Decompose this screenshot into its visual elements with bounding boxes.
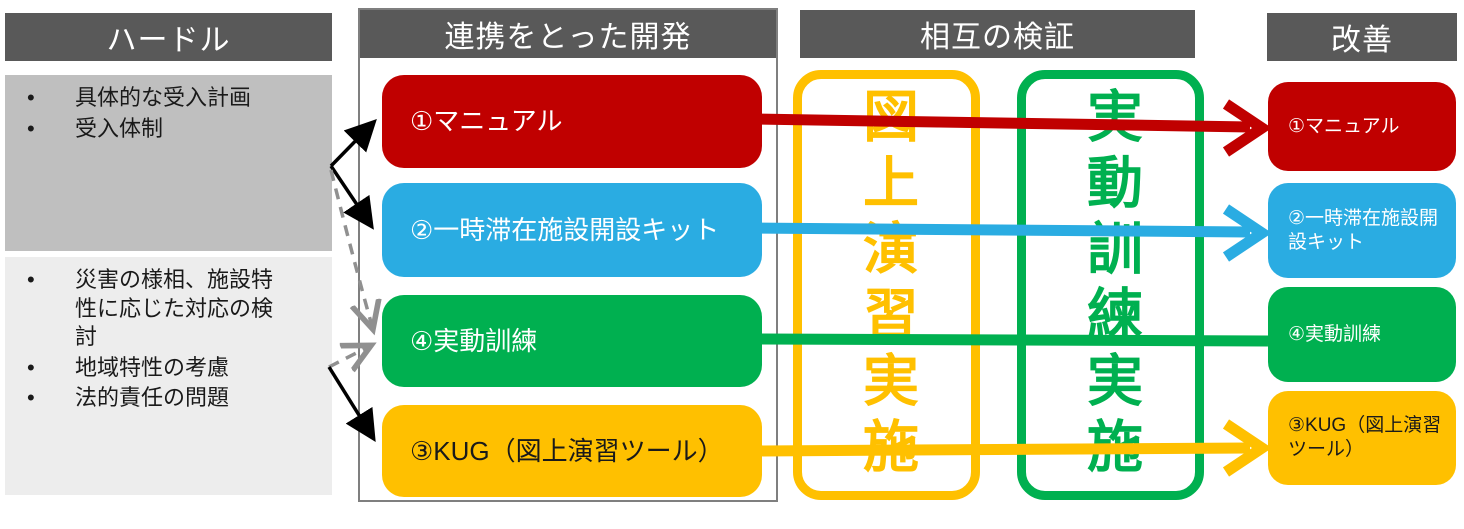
flow-arrowhead-kug (1222, 419, 1272, 477)
dev-node-kug-label: ③KUG（図上演習ツール） (410, 435, 724, 466)
hurdle-list-1: • 具体的な受入計画 • 受入体制 (19, 84, 324, 143)
header-improvement: 改善 (1267, 13, 1457, 61)
improved-node-shelter-kit-label: ②一時滞在施設開設キット (1288, 207, 1439, 253)
tabletop-exercise-label: 図上演習実施 (855, 87, 919, 483)
header-development-label: 連携をとった開発 (444, 21, 692, 54)
dev-node-kug: ③KUG（図上演習ツール） (382, 405, 762, 497)
list-item: • 災害の様相、施設特性に応じた対応の検討 (19, 266, 324, 352)
list-item: • 受入体制 (19, 115, 324, 144)
improved-node-kug: ③KUG（図上演習ツール） (1268, 391, 1456, 485)
hurdle-box-1: • 具体的な受入計画 • 受入体制 (5, 75, 332, 251)
tabletop-exercise-box: 図上演習実施 (793, 70, 980, 500)
dev-node-shelter-kit-label: ②一時滞在施設開設キット (410, 214, 720, 245)
field-drill-box: 実動訓練実施 (1017, 70, 1204, 500)
header-improvement-label: 改善 (1331, 24, 1393, 57)
bullet-icon: • (27, 115, 35, 141)
hurdle-item-text: 災害の様相、施設特性に応じた対応の検討 (75, 267, 274, 350)
hurdle-item-text: 具体的な受入計画 (75, 85, 252, 110)
dev-node-manual-label: ①マニュアル (410, 106, 563, 137)
list-item: • 具体的な受入計画 (19, 84, 324, 113)
hurdle-list-2: • 災害の様相、施設特性に応じた対応の検討 • 地域特性の考慮 • 法的責任の問… (19, 266, 324, 413)
bullet-icon: • (27, 267, 35, 292)
flow-arrowhead-shelter-kit (1222, 204, 1272, 262)
improved-node-field-drill: ④実動訓練 (1268, 287, 1456, 382)
header-development: 連携をとった開発 (360, 10, 776, 58)
improved-node-field-drill-label: ④実動訓練 (1288, 323, 1382, 345)
list-item: • 法的責任の問題 (19, 384, 324, 413)
dev-node-shelter-kit: ②一時滞在施設開設キット (382, 183, 762, 277)
dev-node-manual: ①マニュアル (382, 75, 762, 168)
dev-node-field-drill-label: ④実動訓練 (410, 325, 538, 356)
header-hurdle: ハードル (5, 13, 332, 61)
hurdle-item-text: 地域特性の考慮 (75, 354, 230, 380)
hurdle-box-2: • 災害の様相、施設特性に応じた対応の検討 • 地域特性の考慮 • 法的責任の問… (5, 257, 332, 495)
improved-node-manual-label: ①マニュアル (1288, 115, 1400, 137)
list-item: • 地域特性の考慮 (19, 354, 324, 383)
improved-node-manual: ①マニュアル (1268, 82, 1456, 171)
bullet-icon: • (27, 85, 35, 110)
flow-arrowhead-manual (1222, 99, 1272, 157)
header-hurdle-label: ハードル (106, 24, 231, 57)
hurdle-item-text: 法的責任の問題 (75, 385, 230, 411)
improved-node-shelter-kit: ②一時滞在施設開設キット (1268, 183, 1456, 278)
bullet-icon: • (27, 354, 35, 380)
field-drill-label: 実動訓練実施 (1079, 87, 1143, 483)
hurdle-item-text: 受入体制 (75, 115, 164, 141)
header-verification-label: 相互の検証 (920, 21, 1075, 54)
bullet-icon: • (27, 385, 35, 411)
header-verification: 相互の検証 (800, 10, 1195, 58)
dev-node-field-drill: ④実動訓練 (382, 295, 762, 387)
improved-node-kug-label: ③KUG（図上演習ツール） (1288, 415, 1442, 460)
